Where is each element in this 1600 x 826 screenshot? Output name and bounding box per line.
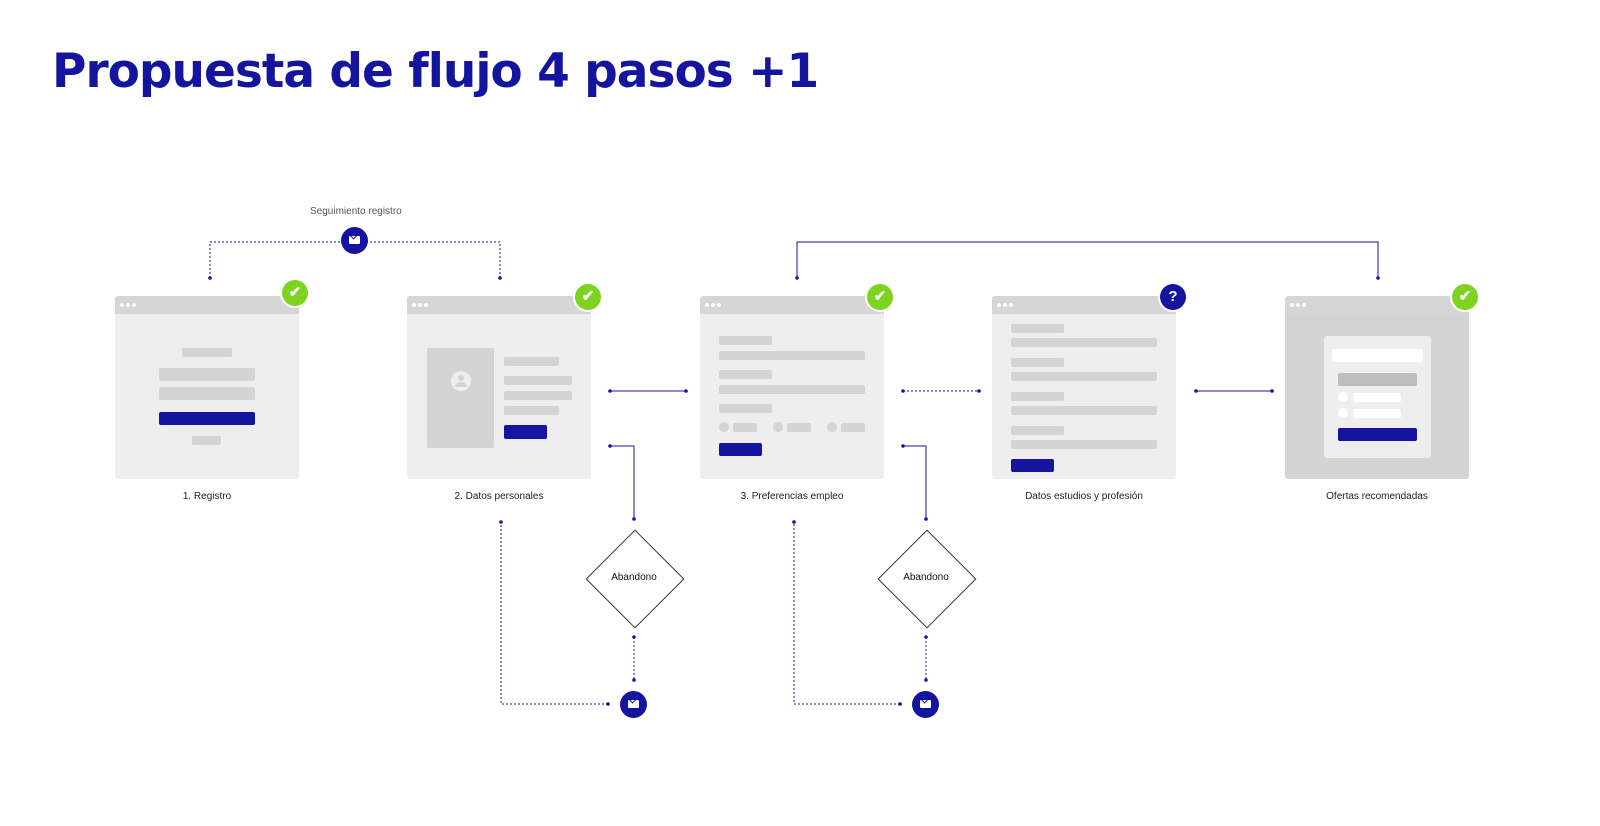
user-avatar-icon: [451, 371, 471, 391]
mail-icon: [912, 691, 939, 718]
check-icon: ✔: [867, 284, 893, 310]
photo-placeholder: [427, 348, 494, 448]
connector-top-loop: [796, 241, 1379, 278]
wireframe-datos-personales: [407, 296, 591, 479]
modal-card: [1324, 336, 1431, 458]
window-bar: [407, 296, 591, 314]
mail-icon: [341, 227, 368, 254]
step-label: 3. Preferencias empleo: [740, 491, 844, 502]
wireframe-preferencias-empleo: [700, 296, 884, 479]
step-label: Ofertas recomendadas: [1326, 491, 1428, 502]
window-bar: [700, 296, 884, 314]
window-bar: [115, 296, 299, 314]
check-icon: ✔: [575, 284, 601, 310]
connector-mail-step2: [500, 522, 608, 705]
wireframe-registro: [115, 296, 299, 479]
window-bar: [1285, 296, 1469, 314]
mail-icon: [620, 691, 647, 718]
step-label: Datos estudios y profesión: [1025, 491, 1143, 502]
follow-up-label: Seguimiento registro: [310, 206, 402, 217]
step-label: 1. Registro: [182, 491, 232, 502]
connector-2-abandono: [610, 445, 635, 519]
window-bar: [992, 296, 1176, 314]
wireframe-datos-estudios: [992, 296, 1176, 479]
step-label: 2. Datos personales: [454, 491, 544, 502]
check-icon: ✔: [1452, 284, 1478, 310]
decision-label: Abandono: [611, 572, 657, 583]
decision-label: Abandono: [903, 572, 949, 583]
page-title: Propuesta de flujo 4 pasos +1: [52, 44, 819, 99]
wireframe-ofertas-recomendadas: [1285, 296, 1469, 479]
connector-3-abandono: [903, 445, 927, 519]
question-icon: ?: [1160, 284, 1186, 310]
check-icon: ✔: [282, 280, 308, 306]
connector-mail-step3: [793, 522, 900, 705]
